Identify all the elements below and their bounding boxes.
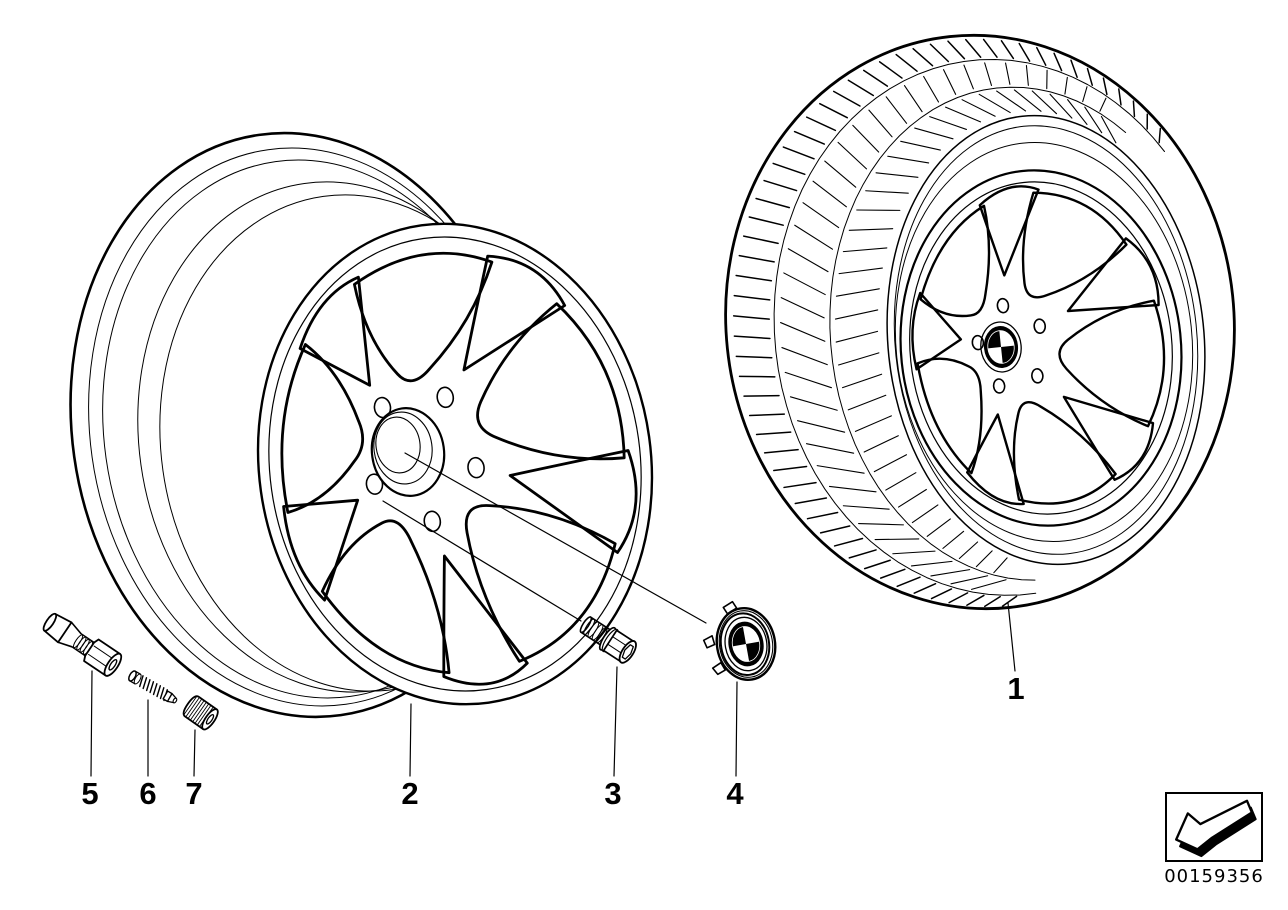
wheel-with-tire-drawing [724,33,1236,611]
callout-2[interactable]: 2 [401,776,419,811]
callout-5[interactable]: 5 [81,776,99,811]
corner-arrow-icon [1174,799,1257,858]
callout-3[interactable]: 3 [604,776,622,811]
callout-4[interactable]: 4 [726,776,744,811]
part-number-label: 00159356 [1164,866,1264,887]
callout-1[interactable]: 1 [1007,671,1025,706]
leader-lines [90,452,1016,777]
valve-stem-drawing [42,612,123,677]
alloy-wheel-drawing [69,131,654,719]
wheel-bolt-drawing [579,616,637,664]
callout-7[interactable]: 7 [185,776,203,811]
diagram-stamp-box [1165,792,1263,862]
callout-6[interactable]: 6 [139,776,157,811]
valve-core-drawing [128,670,178,704]
valve-cap-drawing [182,695,219,731]
hub-cap-drawing [702,600,777,682]
